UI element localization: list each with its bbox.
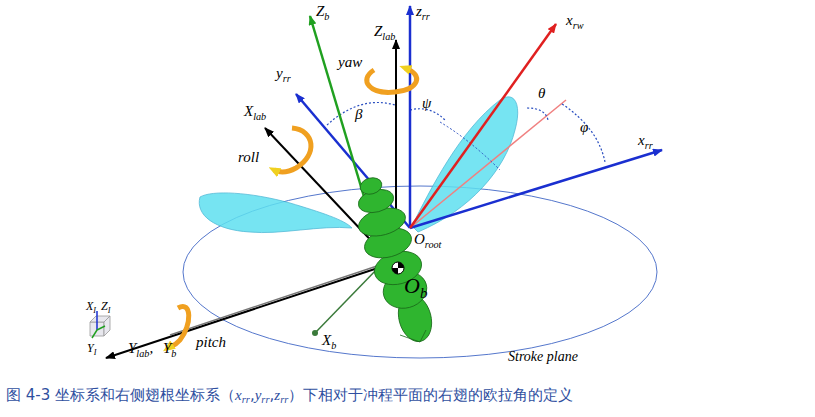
label-rest: , [149, 340, 153, 356]
axis-label: β [355, 107, 362, 122]
axis-label: Ylab, [128, 341, 153, 356]
caption-subscript: rr [261, 394, 269, 405]
axis-label: Xb [322, 333, 336, 348]
axis-label: yrr [276, 66, 291, 81]
label-subscript: lab [253, 111, 266, 122]
figure-caption: 图 4-3 坐标系和右侧翅根坐标系（xrr,yrr,zrr）下相对于冲程平面的右… [6, 386, 573, 404]
label-subscript: lab [136, 348, 149, 359]
axis-label: Ob [404, 275, 427, 297]
caption-text: 图 4-3 坐标系和右侧翅根坐标系（ [6, 386, 235, 404]
axis-label: XI [86, 300, 96, 312]
label-main: Z [316, 3, 324, 19]
axis-label: zrr [416, 4, 430, 19]
label-subscript: rr [283, 73, 291, 84]
label-main: x [566, 12, 573, 28]
axis-label: YI [87, 342, 96, 354]
axis-label: φ [580, 120, 588, 135]
label-subscript: b [420, 285, 427, 301]
label-subscript: rr [645, 140, 653, 151]
axis-label: yaw [338, 55, 362, 70]
axis-label: ψ [422, 96, 431, 111]
label-subscript: lab [382, 31, 395, 42]
label-subscript: root [425, 239, 442, 250]
caption-subscript: rr [242, 394, 250, 405]
label-subscript: rw [573, 20, 584, 31]
label-subscript: I [94, 348, 97, 357]
label-main: Y [87, 341, 94, 355]
axis-label: Stroke plane [508, 350, 578, 364]
label-main: X [244, 103, 253, 119]
caption-subscript: rr [280, 394, 288, 405]
label-main: Z [101, 299, 108, 313]
label-main: y [276, 65, 283, 81]
caption-text: , [250, 386, 255, 404]
axis-label: xrr [638, 133, 653, 148]
caption-text: ）下相对于冲程平面的右翅的欧拉角的定义 [288, 386, 573, 404]
axis-label: pitch [196, 335, 226, 350]
axis-label: Zlab [374, 24, 395, 39]
label-subscript: b [171, 348, 176, 359]
axis-label: θ [538, 86, 545, 101]
label-main: x [638, 132, 645, 148]
label-main: Y [128, 340, 136, 356]
axis-label: Yb [163, 341, 176, 356]
label-subscript: b [331, 340, 336, 351]
caption-symbol: x [235, 387, 242, 403]
caption-text: , [270, 386, 275, 404]
label-subscript: I [93, 306, 96, 315]
label-main: Z [374, 23, 382, 39]
axis-label: Zb [316, 4, 329, 19]
label-main: Y [163, 340, 171, 356]
axis-label: xrw [566, 13, 583, 28]
label-main: X [322, 332, 331, 348]
axis-label: Xlab [244, 104, 266, 119]
label-main: z [416, 3, 422, 19]
label-subscript: b [324, 11, 329, 22]
caption-symbol: z [274, 387, 280, 403]
axis-label: Oroot [414, 232, 441, 247]
label-subscript: rr [422, 11, 430, 22]
label-subscript: I [108, 306, 111, 315]
axis-label: roll [238, 150, 259, 165]
caption-symbol: y [255, 387, 262, 403]
label-main: X [86, 299, 93, 313]
label-main: O [414, 231, 425, 247]
axis-label: ZI [101, 300, 110, 312]
label-main: O [404, 273, 420, 298]
